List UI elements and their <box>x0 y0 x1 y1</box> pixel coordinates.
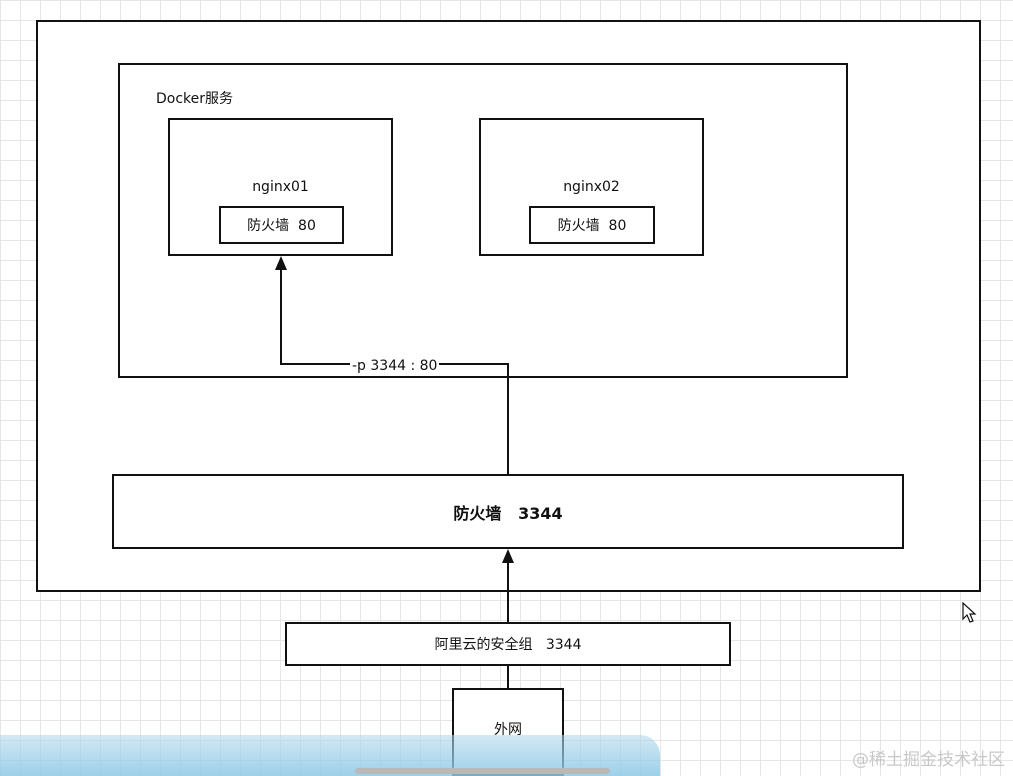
mouse-cursor-icon <box>962 602 977 623</box>
container-nginx02-name: nginx02 <box>563 179 620 195</box>
arrowhead-into-host-firewall <box>502 549 514 563</box>
port-mapping-label: -p 3344 : 80 <box>350 358 440 374</box>
arrowhead-into-nginx01 <box>275 256 287 270</box>
watermark: @稀土掘金技术社区 <box>852 750 1005 770</box>
nginx01-firewall: 防火墙 80 <box>219 206 344 244</box>
container-nginx01-name: nginx01 <box>252 179 309 195</box>
host-firewall-box: 防火墙 3344 <box>112 474 904 549</box>
nginx02-firewall: 防火墙 80 <box>529 206 655 244</box>
docker-service-label: Docker服务 <box>156 91 234 107</box>
horizontal-scrollbar[interactable] <box>355 768 610 774</box>
security-group-box: 阿里云的安全组 3344 <box>285 622 731 666</box>
